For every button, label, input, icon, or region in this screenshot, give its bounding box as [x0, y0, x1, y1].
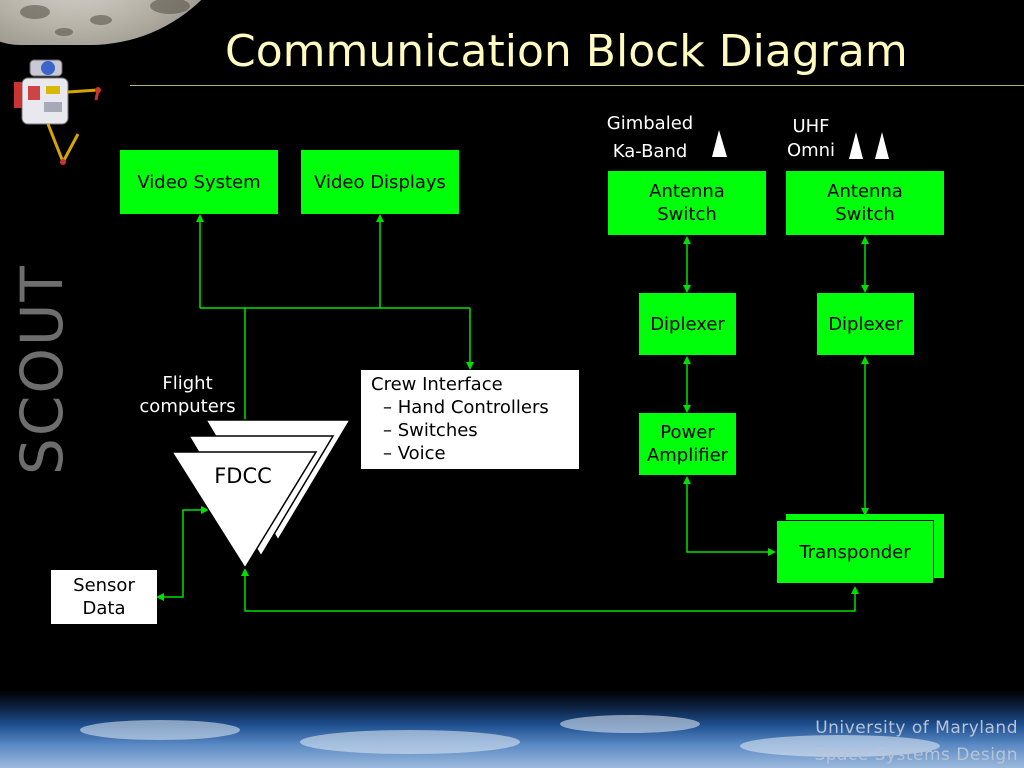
crew-interface-title: Crew Interface	[371, 374, 503, 395]
fdcc-label: FDCC	[214, 464, 272, 488]
uhf-antenna-icon-2	[875, 132, 889, 159]
video-displays-block: Video Displays	[301, 150, 459, 214]
page-title: Communication Block Diagram	[225, 26, 908, 77]
fdcc-triangle-front	[170, 451, 318, 570]
uhf-label: UHF	[792, 116, 830, 137]
crew-item-switches: – Switches	[383, 420, 478, 441]
flight-computers-label: Flight computers	[139, 373, 236, 417]
earth-horizon-image	[0, 690, 1024, 768]
crew-interface-block: Crew Interface – Hand Controllers – Swit…	[361, 370, 579, 469]
ka-band-label: Ka-Band	[612, 141, 688, 162]
footer-department: Space Systems Design	[814, 745, 1018, 765]
gimbaled-label: Gimbaled	[606, 113, 694, 134]
line-fdcc-transponder	[241, 568, 859, 612]
ka-diplexer-block: Diplexer	[639, 293, 736, 355]
power-amplifier-block: Power Amplifier	[639, 413, 736, 475]
uhf-antenna-switch-block: Antenna Switch	[786, 171, 944, 235]
transponder-block: Transponder	[776, 520, 934, 584]
line-sensor-fdcc	[156, 506, 209, 601]
sensor-data-block: Sensor Data	[51, 570, 157, 624]
uhf-antenna-icon-1	[849, 132, 863, 159]
footer-university: University of Maryland	[815, 718, 1018, 738]
ka-band-antenna-icon	[712, 130, 727, 157]
omni-label: Omni	[786, 140, 836, 161]
uhf-diplexer-block: Diplexer	[817, 293, 914, 355]
crew-item-hand-controllers: – Hand Controllers	[383, 397, 549, 418]
video-system-block: Video System	[120, 150, 278, 214]
line-amp-transponder	[683, 476, 776, 556]
ka-antenna-switch-block: Antenna Switch	[608, 171, 766, 235]
scout-rover-logo	[14, 59, 101, 165]
crew-item-voice: – Voice	[383, 443, 446, 464]
title-divider	[130, 85, 1024, 86]
